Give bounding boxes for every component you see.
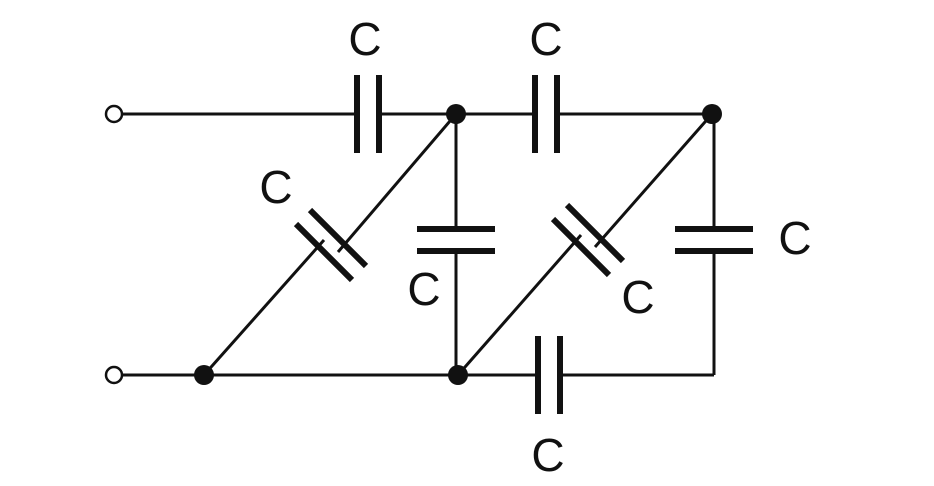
capacitor-label-right-vertical: C: [778, 212, 812, 264]
capacitor-label-left-diagonal: C: [259, 161, 293, 213]
capacitor-label-right-diagonal: C: [621, 271, 655, 323]
capacitor-label-bottom: C: [531, 429, 565, 481]
left-diagonal-wire-lower: [202, 239, 326, 376]
capacitor-right-diagonal-plate-b: [564, 202, 626, 264]
capacitor-label-top-right: C: [529, 13, 563, 65]
capacitor-label-center-vertical: C: [407, 263, 441, 315]
junction-node-top-right: [702, 104, 722, 124]
input-terminal-bottom: [104, 365, 124, 385]
capacitor-right-diagonal-plate-a: [550, 216, 612, 278]
junction-node-bottom-center: [448, 365, 468, 385]
capacitor-left-diagonal-plate-a: [293, 221, 355, 283]
capacitor-left-diagonal-plate-b: [307, 207, 369, 269]
input-terminal-top: [104, 104, 124, 124]
capacitor-label-top-left: C: [348, 13, 382, 65]
right-diagonal-wire-upper: [593, 113, 714, 248]
right-diagonal-wire-lower: [456, 234, 583, 376]
junction-node-top-center: [446, 104, 466, 124]
left-diagonal-wire-upper: [336, 113, 458, 253]
junction-node-bottom-left: [194, 365, 214, 385]
